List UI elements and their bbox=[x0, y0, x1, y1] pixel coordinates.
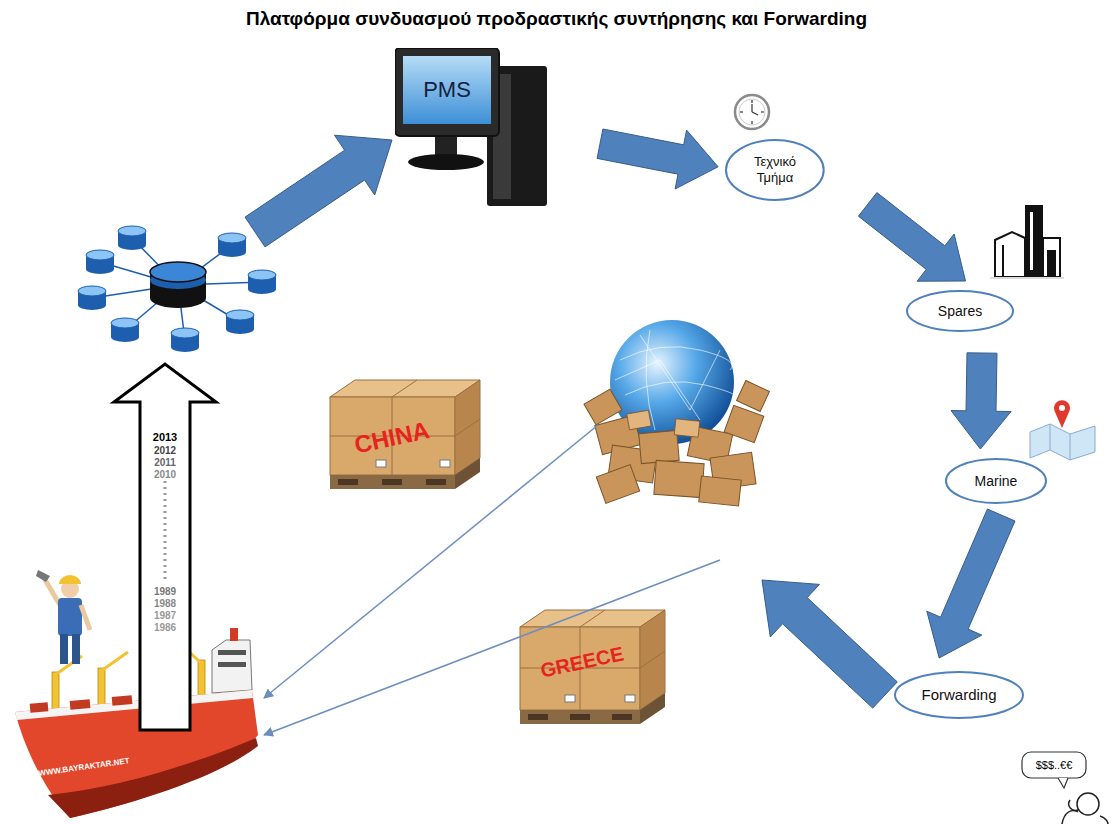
shipping-line bbox=[264, 560, 720, 735]
ellipse-outline bbox=[907, 291, 1013, 331]
node-label: Τεχνικό Τμήμα bbox=[744, 154, 806, 185]
timeline-arrow bbox=[114, 364, 216, 730]
year-label: 2012 bbox=[154, 445, 176, 456]
ellipse-outline bbox=[946, 459, 1046, 503]
globe-with-parcels bbox=[584, 320, 769, 506]
year-label: 1986 bbox=[154, 622, 176, 633]
speaking-man bbox=[1022, 752, 1108, 824]
node-label: Spares bbox=[938, 303, 982, 320]
clock-icon bbox=[735, 95, 769, 129]
node-label: PMS bbox=[423, 77, 471, 103]
process-ellipse: Τεχνικό Τμήμα bbox=[724, 138, 826, 202]
year-label: 1989 bbox=[154, 586, 176, 597]
ellipse-outline bbox=[726, 140, 824, 200]
pallet-boxes bbox=[330, 380, 480, 489]
node-label: Marine bbox=[975, 473, 1018, 490]
map-pin-icon bbox=[1030, 400, 1095, 460]
flow-arrow bbox=[762, 580, 897, 708]
flow-arrow bbox=[927, 509, 1015, 658]
process-ellipse: Spares bbox=[905, 289, 1015, 333]
flow-arrow bbox=[951, 353, 1011, 449]
computer-monitor bbox=[395, 48, 550, 213]
factory-icon bbox=[990, 205, 1064, 278]
ship-illustration bbox=[15, 628, 258, 818]
flow-arrow bbox=[245, 135, 392, 247]
database-network bbox=[78, 226, 276, 352]
flow-arrow bbox=[858, 193, 965, 282]
ellipse-outline bbox=[895, 672, 1023, 718]
worker-figure bbox=[36, 570, 90, 664]
year-label: 2013 bbox=[153, 431, 177, 443]
process-ellipse: Marine bbox=[944, 457, 1048, 505]
flow-arrow bbox=[597, 129, 718, 189]
pallet-boxes bbox=[520, 610, 665, 724]
computer-node: PMS bbox=[395, 48, 550, 213]
timeline-dots bbox=[164, 481, 167, 580]
speech-text: $$$..€€ bbox=[1036, 759, 1073, 771]
year-label: 2011 bbox=[154, 457, 176, 468]
node-label: Forwarding bbox=[921, 686, 996, 704]
diagram-title: Πλατφόρμα συνδυασμού προδραστικής συντήρ… bbox=[0, 8, 1113, 30]
process-ellipse: Forwarding bbox=[893, 670, 1025, 720]
year-label: 1987 bbox=[154, 610, 176, 621]
year-label: 1988 bbox=[154, 598, 176, 609]
year-label: 2010 bbox=[154, 469, 176, 480]
